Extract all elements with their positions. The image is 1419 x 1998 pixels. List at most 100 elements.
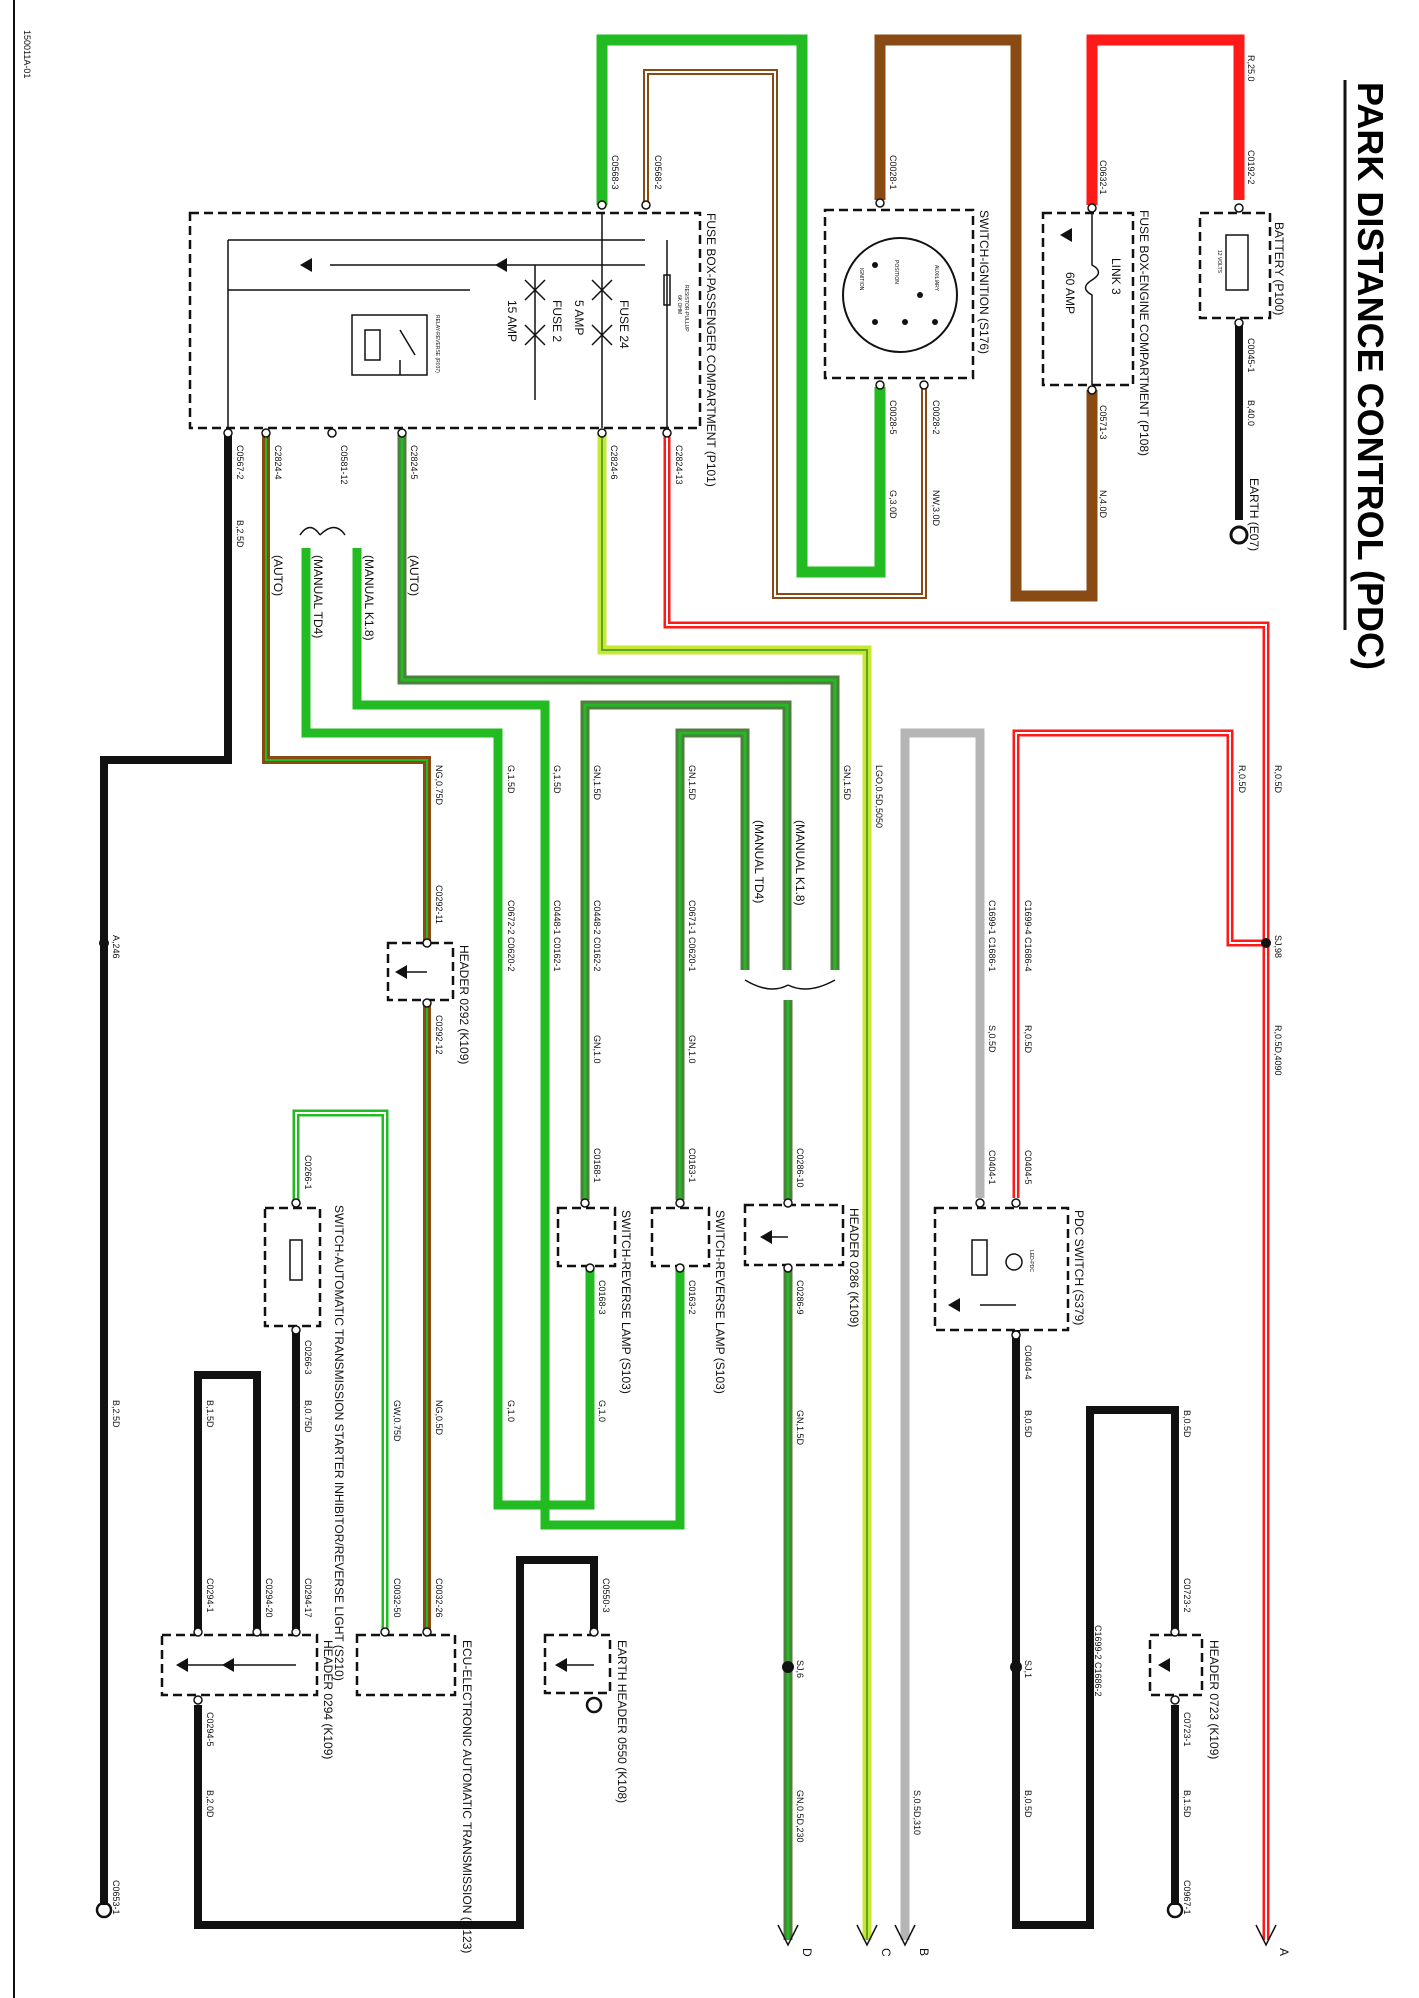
- header0294-box: [160, 1633, 319, 1697]
- ignition-dial: [842, 237, 958, 353]
- led-pdc-icon: [1005, 1253, 1023, 1271]
- wire-gw-stripe: [295, 1112, 386, 1630]
- header0286-box: [743, 1203, 845, 1267]
- link3-label: LINK 3: [1109, 258, 1123, 295]
- wire-label-gn15-3: GN,1.5D: [687, 765, 697, 801]
- pin-c0163-2: [675, 1263, 685, 1273]
- conn-c0568-3: C0568-3: [610, 155, 620, 190]
- wire-label-g10-1: G,1.0: [506, 1400, 516, 1422]
- fuse2-sym-2: [524, 324, 546, 346]
- wire-label-b2: B,2.0D: [205, 1790, 215, 1818]
- conn-c0632-1: C0632-1: [1098, 160, 1108, 195]
- pin-c0723-2: [1170, 1627, 1180, 1637]
- wire-label-sj98: SJ,98: [1273, 935, 1283, 958]
- variant-manual-td4-1: (MANUAL TD4): [311, 555, 325, 638]
- pin-c0192-2: [1234, 203, 1244, 213]
- bracket-top: [299, 526, 346, 536]
- pin-c0266-1: [291, 1198, 301, 1208]
- wire-lime: [597, 435, 872, 1940]
- ign-pos-position: POSITION: [893, 260, 899, 284]
- pin-c0168-3: [585, 1263, 595, 1273]
- pin-c2824-4: [261, 428, 271, 438]
- fuse24-sym-1: [591, 279, 613, 301]
- ignition-box: [823, 208, 975, 380]
- wire-label-n4: N,4.0D: [1098, 490, 1108, 519]
- relay-coil: [364, 329, 381, 361]
- wire-label-r05-1: R,0.5D: [1237, 765, 1247, 794]
- splice-sj6: [782, 1661, 794, 1673]
- pin-c0292-12: [422, 998, 432, 1008]
- header0286-arrow: [760, 1230, 772, 1244]
- pin-c0292-11: [422, 938, 432, 948]
- fuse2-label: FUSE 2: [550, 300, 564, 342]
- relay-label: RELAY-REVERSE (R037): [434, 315, 440, 373]
- wire-red-pdc-stripe: [666, 435, 1267, 1940]
- doc-code: 150011A-01: [22, 30, 32, 78]
- header0723-label: HEADER 0723 (K109): [1207, 1640, 1221, 1759]
- fuse2-amp: 15 AMP: [505, 300, 519, 342]
- rev-lamp2-label: SWITCH-REVERSE LAMP (S103): [713, 1210, 727, 1394]
- inhibitor-label: SWITCH-AUTOMATIC TRANSMISSION STARTER IN…: [332, 1205, 346, 1681]
- earth-label: EARTH (E07): [1247, 478, 1261, 551]
- splice-sj1: [1010, 1661, 1022, 1673]
- relay-box: [351, 314, 428, 376]
- wire-label-nw3: NW,3.0D: [931, 490, 941, 527]
- earth-e07: [1229, 525, 1249, 545]
- wire-gn-k18-stripe: [583, 703, 789, 1200]
- wire-label-s05-1: S,0.5D: [987, 1025, 997, 1053]
- conn-c2824-13: C2824-13: [674, 445, 684, 485]
- earth-header-symbol: [585, 1696, 603, 1714]
- header0292-box: [386, 941, 455, 1002]
- wire-green-ignition: [596, 34, 886, 578]
- conn-c0192-2: C0192-2: [1246, 150, 1256, 185]
- wire-black-main: [100, 435, 232, 1905]
- wire-black-0294: [194, 1371, 261, 1630]
- fb-arrow-1: [300, 258, 312, 272]
- pin-c0404-4: [1011, 1330, 1021, 1340]
- conn-c0723-1: C0723-1: [1182, 1712, 1192, 1747]
- conn-c1699-1: C1699-1 C1686-1: [987, 900, 997, 972]
- wire-green-k18: [352, 548, 685, 1530]
- pin-c0286-9: [783, 1263, 793, 1273]
- wire-label-b25-2: B,2.5D: [111, 1400, 121, 1428]
- conn-c0571-3: C0571-3: [1098, 405, 1108, 440]
- battery-cell: [1225, 234, 1249, 291]
- pin-c0723-1: [1170, 1695, 1180, 1705]
- ign-pin-c: [902, 319, 908, 325]
- port-a: A: [1277, 1948, 1291, 1956]
- conn-c0045-1: C0045-1: [1246, 338, 1256, 373]
- conn-c0448-1: C0448-1 C0162-1: [552, 900, 562, 972]
- link3-amp: 60 AMP: [1063, 272, 1077, 314]
- port-c-arrow: [856, 1924, 878, 1947]
- pin-c0581-12: [327, 428, 337, 438]
- conn-c0266-3: C0266-3: [303, 1340, 313, 1375]
- variant-manual-td4-2: (MANUAL TD4): [752, 820, 766, 903]
- wire-gn-auto-stripe: [400, 435, 837, 970]
- pin-c0294-20: [252, 1627, 262, 1637]
- fb-arrow-2: [495, 258, 507, 272]
- pin-c2824-5: [397, 428, 407, 438]
- wire-brown-link3: [874, 34, 1098, 602]
- wire-red-splice: [1012, 729, 1266, 1198]
- fuse2-sym-1: [524, 279, 546, 301]
- wire-label-gn10-2: GN,1.0: [687, 1035, 697, 1064]
- conn-c0286-10: C0286-10: [795, 1148, 805, 1188]
- splice-sj98: [1261, 938, 1271, 948]
- conn-c1699-4: C1699-4 C1686-4: [1023, 900, 1033, 972]
- port-a-arrow: [1255, 1924, 1277, 1947]
- header0294-label: HEADER 0294 (K109): [321, 1640, 335, 1759]
- wire-label-ng075: NG,0.75D: [434, 765, 444, 806]
- pdc-arrow: [948, 1298, 960, 1312]
- conn-c0292-11: C0292-11: [434, 885, 444, 924]
- resistor-label: RESISTOR-PULLUP: [683, 285, 689, 332]
- wire-black-0294-out: [194, 1556, 598, 1929]
- wire-label-g15-1: G,1.5D: [506, 765, 516, 794]
- wire-label-r05-3: R,0.5D: [1023, 1025, 1033, 1054]
- wire-label-a246: A,246: [111, 935, 121, 959]
- wire-label-ng05: NG,0.5D: [434, 1400, 444, 1436]
- conn-c0448-2: C0448-2 C0162-2: [592, 900, 602, 972]
- battery-label: BATTERY (P100): [1272, 222, 1286, 315]
- ign-pos-auxiliary: AUXILIARY: [933, 265, 939, 292]
- fuse24-label: FUSE 24: [617, 300, 631, 349]
- wire-label-r05-2: R,0.5D: [1273, 765, 1283, 794]
